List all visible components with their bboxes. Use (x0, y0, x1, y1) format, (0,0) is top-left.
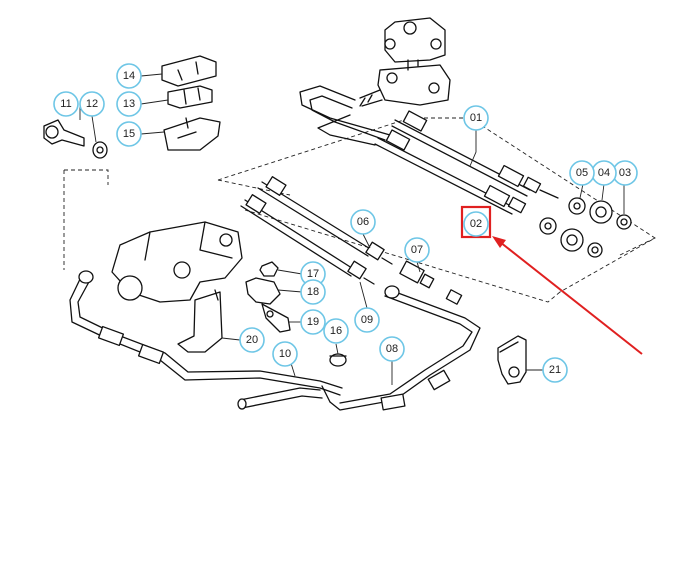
callout-08: 08 (379, 336, 405, 362)
callout-16: 16 (323, 318, 349, 344)
callout-15: 15 (116, 121, 142, 147)
sealing-washer-12 (92, 141, 108, 159)
svg-text:07: 07 (411, 244, 423, 256)
brake-hose-09 (240, 194, 375, 285)
svg-text:18: 18 (307, 286, 319, 298)
svg-text:16: 16 (330, 325, 342, 337)
callout-05: 05 (569, 160, 595, 186)
svg-text:05: 05 (576, 167, 588, 179)
callout-18: 18 (300, 279, 326, 305)
highlight-arrow-line (499, 241, 643, 355)
group-outline-right (217, 117, 656, 303)
svg-text:14: 14 (123, 70, 135, 82)
banjo-bolt-11 (43, 119, 85, 147)
svg-text:17: 17 (307, 268, 319, 280)
callout-14: 14 (116, 63, 142, 89)
svg-text:20: 20 (246, 334, 258, 346)
callout-20: 20 (239, 327, 265, 353)
callout-09: 09 (354, 307, 380, 333)
brake-pipe-10 (237, 385, 331, 410)
svg-text:21: 21 (549, 364, 561, 376)
clip-13 (167, 85, 213, 109)
hose-fittings-upper (568, 197, 632, 230)
callout-04: 04 (591, 160, 617, 186)
svg-text:13: 13 (123, 98, 135, 110)
svg-text:06: 06 (357, 216, 369, 228)
svg-text:02: 02 (470, 218, 482, 230)
union-connector-07 (399, 260, 463, 305)
callout-02: 02 (463, 211, 489, 237)
brake-caliper (111, 221, 243, 303)
callout-21: 21 (542, 357, 568, 383)
nut-17 (259, 261, 279, 277)
brake-hose-06 (257, 176, 393, 265)
bracket-21 (497, 335, 527, 385)
brake-hose-01 (391, 110, 559, 199)
svg-text:01: 01 (470, 112, 482, 124)
highlight-box (460, 205, 492, 239)
svg-text:19: 19 (307, 316, 319, 328)
callout-13: 13 (116, 91, 142, 117)
callout-01: 01 (463, 105, 489, 131)
svg-text:03: 03 (619, 167, 631, 179)
bracket-20 (177, 289, 223, 353)
callout-06: 06 (350, 209, 376, 235)
callout-19: 19 (300, 309, 326, 335)
svg-text:11: 11 (60, 98, 71, 110)
svg-text:09: 09 (361, 314, 373, 326)
callout-11: 11 (53, 91, 79, 117)
clamp-16 (329, 353, 347, 367)
brake-pipe-08 (329, 285, 481, 411)
pad-15 (163, 117, 221, 151)
callout-17: 17 (300, 261, 326, 287)
svg-text:08: 08 (386, 343, 398, 355)
svg-text:04: 04 (598, 167, 610, 179)
bracket-19 (261, 303, 291, 333)
upper-brake-pipes (299, 85, 391, 146)
callout-10: 10 (272, 341, 298, 367)
distribution-block (359, 17, 451, 107)
callout-07: 07 (404, 237, 430, 263)
svg-text:10: 10 (279, 348, 291, 360)
svg-text:12: 12 (86, 98, 98, 110)
svg-text:15: 15 (123, 128, 135, 140)
highlight-arrow-head (492, 236, 506, 248)
clip-18 (245, 277, 281, 305)
callout-12: 12 (79, 91, 105, 117)
clip-14 (161, 55, 217, 87)
brake-pipe-20 (69, 270, 343, 396)
hose-fittings-lower (539, 217, 603, 258)
brake-hose-02 (374, 129, 527, 215)
callout-03: 03 (612, 160, 638, 186)
group-outline-left (63, 169, 109, 270)
